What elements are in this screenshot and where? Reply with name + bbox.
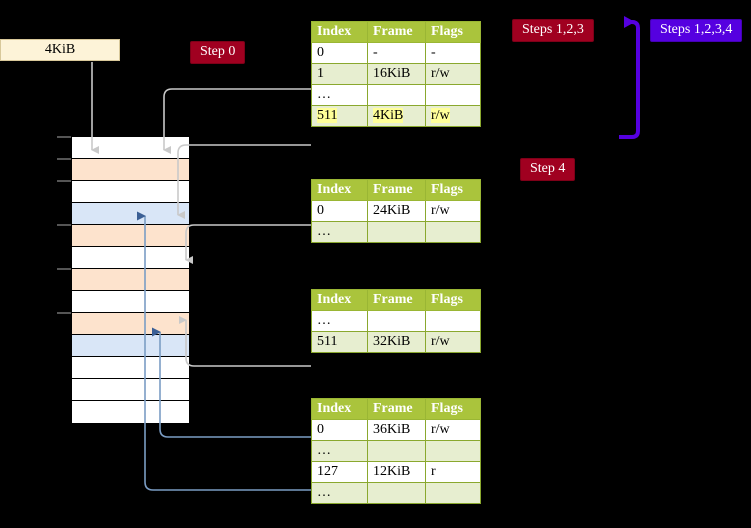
badge-steps-1-2-3-4: Steps 1,2,3,4 [650, 19, 743, 43]
column-header-flags: Flags [425, 21, 481, 43]
cell-index: 1 [311, 63, 368, 85]
cell-frame: 32KiB [367, 331, 426, 353]
highlighted-value: r/w [431, 108, 450, 123]
column-header-frame: Frame [367, 289, 426, 311]
column-header-frame: Frame [367, 21, 426, 43]
column-header-index: Index [311, 398, 368, 420]
cell-frame: 4KiB [367, 105, 426, 127]
column-header-index: Index [311, 21, 368, 43]
cell-frame: 36KiB [367, 419, 426, 441]
cell-index: 0 [311, 42, 368, 64]
memory-frame-row [72, 181, 189, 203]
cell-flags: r/w [425, 331, 481, 353]
column-header-frame: Frame [367, 179, 426, 201]
cell-frame: 12KiB [367, 461, 426, 483]
table-row: … [311, 310, 481, 332]
column-header-frame: Frame [367, 398, 426, 420]
table-row: … [311, 221, 481, 243]
column-header-index: Index [311, 289, 368, 311]
memory-frame-row [72, 225, 189, 247]
badge-steps-1-2-3: Steps 1,2,3 [512, 19, 594, 43]
memory-frame-row [72, 357, 189, 379]
memory-frame-row [72, 379, 189, 401]
cell-flags: r/w [425, 200, 481, 222]
cell-index: 511 [311, 331, 368, 353]
memory-tick-marks [57, 136, 71, 314]
cell-flags [425, 84, 481, 106]
cell-flags: r [425, 461, 481, 483]
cell-index: … [311, 310, 368, 332]
memory-frame-row [72, 401, 189, 423]
table-row: 0-- [311, 42, 481, 64]
memory-frame-row [72, 203, 189, 225]
badge-step-0: Step 0 [190, 41, 246, 65]
cell-flags: - [425, 42, 481, 64]
table-row: … [311, 84, 481, 106]
physical-memory-column [71, 136, 190, 423]
column-header-flags: Flags [425, 398, 481, 420]
cell-index: … [311, 84, 368, 106]
cell-flags [425, 482, 481, 504]
cell-frame: 24KiB [367, 200, 426, 222]
cell-flags: r/w [425, 419, 481, 441]
memory-frame-row [72, 159, 189, 181]
cell-frame [367, 482, 426, 504]
table-row: … [311, 482, 481, 504]
memory-frame-row [72, 313, 189, 335]
cell-index: 0 [311, 200, 368, 222]
cell-index: 0 [311, 419, 368, 441]
memory-frame-row [72, 247, 189, 269]
column-header-flags: Flags [425, 179, 481, 201]
cell-flags: r/w [425, 63, 481, 85]
memory-frame-row [72, 291, 189, 313]
highlighted-value: 4KiB [373, 108, 404, 123]
memory-frame-row [72, 335, 189, 357]
cell-flags [425, 221, 481, 243]
badge-step-4: Step 4 [520, 158, 576, 182]
wire-table2-row511-to-memory [179, 316, 311, 367]
memory-size-box: 4KiB [0, 39, 120, 61]
cell-frame [367, 221, 426, 243]
cell-index: 511 [311, 105, 368, 127]
cell-index: 127 [311, 461, 368, 483]
highlighted-value: 511 [317, 108, 338, 123]
memory-size-label: 4KiB [44, 42, 76, 57]
cell-flags: r/w [425, 105, 481, 127]
cell-index: … [311, 221, 368, 243]
cell-index: … [311, 482, 368, 504]
cell-frame [367, 84, 426, 106]
cell-flags [425, 440, 481, 462]
wire-table1-row0-to-memory [185, 224, 311, 264]
cell-frame [367, 310, 426, 332]
purple-bracket-arrow [619, 16, 640, 139]
cell-flags [425, 310, 481, 332]
table-row: … [311, 440, 481, 462]
cell-index: … [311, 440, 368, 462]
table-row: 511 4KiB r/w [311, 105, 481, 127]
cell-frame: - [367, 42, 426, 64]
cell-frame: 16KiB [367, 63, 426, 85]
cell-frame [367, 440, 426, 462]
wire-table0-row511-to-memory [177, 144, 311, 219]
memory-frame-row [72, 137, 189, 159]
column-header-index: Index [311, 179, 368, 201]
column-header-flags: Flags [425, 289, 481, 311]
memory-frame-row [72, 269, 189, 291]
